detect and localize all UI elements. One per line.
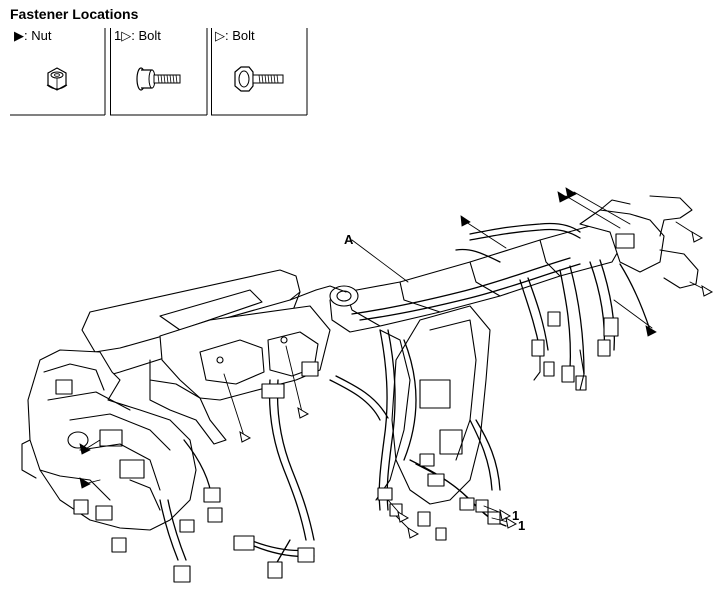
legend-frame — [10, 28, 106, 116]
legend-flange-bolt-label: 1▷: Bolt — [114, 28, 161, 43]
nut-marker — [460, 215, 471, 227]
legend-frame — [211, 28, 308, 116]
bolt-marker — [691, 230, 704, 243]
center-brace — [375, 305, 491, 505]
bolt-markers — [239, 230, 714, 539]
flange-bolt-icon — [136, 67, 181, 91]
nut-marker — [79, 443, 91, 455]
heater-unit-housing — [21, 269, 301, 531]
legend-nut-label: ▶: Nut — [14, 28, 52, 43]
nut-icon — [46, 67, 68, 91]
callout-one-bolt: 1 — [512, 508, 519, 523]
lower-middle-connectors — [377, 453, 501, 541]
nut-marker — [565, 187, 577, 199]
lower-left-connectors — [73, 361, 319, 583]
bolt-marker — [297, 406, 310, 419]
right-harness-connectors — [531, 311, 619, 391]
nut-marker — [79, 477, 91, 489]
legend-flange-bolt-box: 1▷: Bolt — [110, 28, 208, 116]
bolt-marker — [239, 430, 252, 443]
bolt-marker — [701, 284, 714, 297]
legend-nut-box: ▶: Nut — [10, 28, 106, 116]
nut-marker — [557, 191, 569, 203]
nut-markers — [79, 187, 657, 489]
bolt-marker — [505, 516, 518, 529]
legend-bolt-label: ▷: Bolt — [215, 28, 255, 43]
nut-marker — [645, 325, 657, 337]
bolt-marker — [397, 510, 410, 523]
bolt-icon — [234, 66, 284, 92]
legend-bolt-box: ▷: Bolt — [211, 28, 308, 116]
callout-one-bolt: 1 — [518, 518, 525, 533]
leader-lines — [83, 191, 707, 533]
cowl-cross-bar — [289, 195, 699, 333]
bolt-marker — [407, 526, 420, 539]
legend-title: Fastener Locations — [10, 6, 139, 22]
bolt-marker — [499, 508, 512, 521]
legend-frame — [110, 28, 208, 116]
callout-a: A — [344, 232, 354, 247]
